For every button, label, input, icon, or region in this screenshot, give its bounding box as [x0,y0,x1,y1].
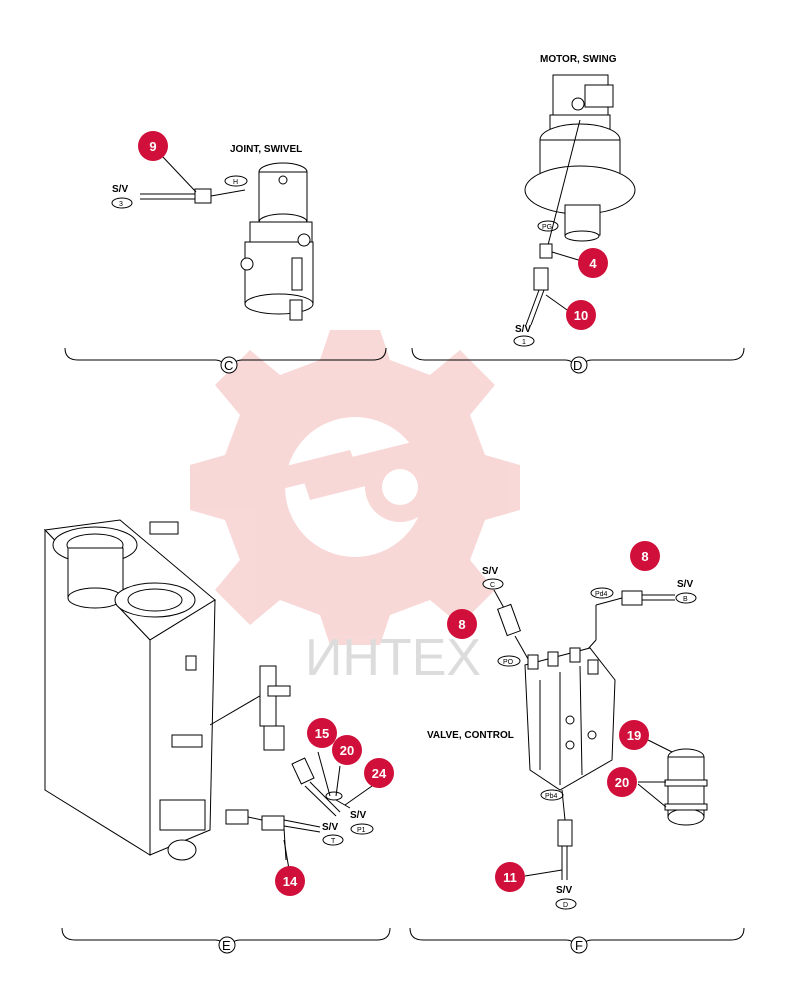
section-e: E [222,938,231,953]
fitting-4 [539,243,553,259]
svg-text:8: 8 [458,617,465,632]
tag-d-oval [555,898,577,910]
callout-11: 11 [495,862,525,892]
label-joint-swivel: JOINT, SWIVEL [230,144,302,155]
svg-text:4: 4 [589,256,597,271]
callout-9: 9 [138,131,168,161]
sv-label-b: S/V [677,579,693,590]
svg-text:19: 19 [627,728,641,743]
tag-pg: PG [542,224,552,231]
fitting-10 [533,267,549,291]
tag-p1-oval [350,823,374,835]
tag-3: 3 [119,201,123,208]
callout-8-right: 8 [630,541,660,571]
callout-8-left: 8 [447,609,477,639]
svg-text:8: 8 [641,549,648,564]
section-c: C [224,358,233,373]
section-f-drawing: S/V C PO Pd4 S/V B VALVE, CONTROL Pb4 [427,566,708,910]
fitting-11 [557,819,573,847]
section-bracket-c: C [64,347,387,374]
section-f: F [575,938,583,953]
tag-c-oval [482,578,504,590]
sv-label-p1: S/V [350,810,366,821]
tag-pd4-oval [590,587,614,599]
callout-10: 10 [566,300,596,330]
sv-label-t: S/V [322,822,338,833]
callout-20-left: 20 [332,735,362,765]
tag-d: D [563,902,568,909]
tag-po: PO [503,659,514,666]
svg-text:15: 15 [315,726,329,741]
watermark-logo [190,330,520,645]
tag-pd4: Pd4 [595,591,608,598]
tag-1-oval [513,335,535,347]
tag-1: 1 [522,339,526,346]
fitting-8-right [621,590,643,606]
watermark-text: ИНТЕХ [305,629,481,687]
section-d-drawing: MOTOR, SWING PG S/V 1 [513,54,636,347]
svg-text:24: 24 [372,766,387,781]
tag-po-oval [497,655,521,667]
svg-text:10: 10 [574,308,588,323]
sv-label-1: S/V [515,324,531,335]
svg-text:11: 11 [503,870,517,885]
sv-label-3: S/V [112,184,128,195]
section-bracket-d: D [411,347,745,374]
section-c-drawing: JOINT, SWIVEL S/V 3 H [111,144,314,321]
tag-t: T [331,838,336,845]
callout-20-right: 20 [607,767,637,797]
callout-14: 14 [275,866,305,896]
label-valve-control: VALVE, CONTROL [427,730,514,741]
tag-h: H [233,179,238,186]
fitting-9 [194,188,212,204]
svg-text:14: 14 [283,874,298,889]
section-e-drawing: S/V T S/V P1 [43,519,374,861]
section-bracket-e: E [61,927,391,954]
section-d: D [573,358,582,373]
svg-text:20: 20 [615,775,629,790]
callout-19: 19 [619,720,649,750]
callout-15: 15 [307,718,337,748]
tag-3-oval [111,197,133,209]
label-motor-swing: MOTOR, SWING [540,54,617,65]
svg-text:9: 9 [149,139,156,154]
fitting-8-left [496,603,522,637]
tag-h-oval [224,175,248,187]
sv-label-c: S/V [482,566,498,577]
sv-label-d: S/V [556,885,572,896]
svg-text:20: 20 [340,743,354,758]
tag-b-oval [675,592,697,604]
tag-c: C [490,582,495,589]
tag-p1: P1 [357,827,366,834]
callout-4: 4 [578,248,608,278]
tag-t-oval [322,834,344,846]
callout-24: 24 [364,758,394,788]
tag-b: B [683,596,688,603]
tag-pb4: Pb4 [545,793,558,800]
section-bracket-f: F [409,927,745,954]
